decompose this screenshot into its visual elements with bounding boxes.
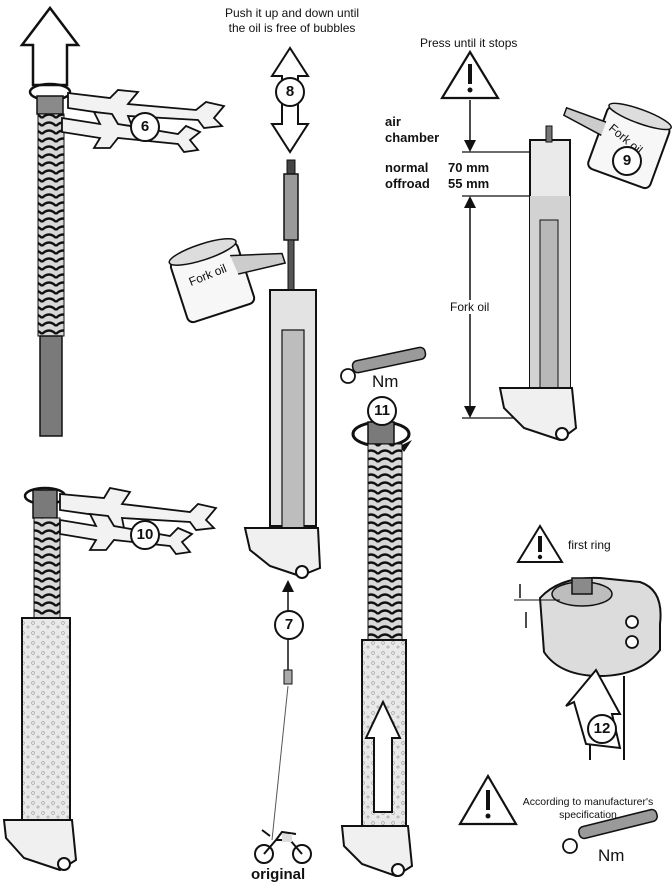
fork-oil-measure-label: Fork oil xyxy=(448,300,492,314)
step6-group xyxy=(19,5,226,437)
spec-group xyxy=(458,773,658,854)
nm-label-upper: Nm xyxy=(372,372,399,391)
torque-wrench-icon xyxy=(562,808,658,854)
step-10-badge: 10 xyxy=(130,520,160,550)
manufacturer-line-1: According to manufacturer's xyxy=(522,796,654,808)
normal-value: 70 mm xyxy=(448,160,490,175)
step-8-badge: 8 xyxy=(275,77,305,107)
step-12-badge: 12 xyxy=(587,714,617,744)
step8-group xyxy=(168,46,322,864)
bleed-pump xyxy=(283,173,299,241)
step11-group xyxy=(340,346,427,878)
fork-foot xyxy=(2,819,78,872)
first-ring-label: first ring xyxy=(568,538,611,552)
nm-label-lower: Nm xyxy=(598,846,625,865)
up-arrow-icon xyxy=(19,5,81,87)
fork-foot xyxy=(243,527,322,578)
push-line-1: Push it up and down until xyxy=(224,6,360,20)
motorcycle-icon xyxy=(254,829,312,864)
normal-label: normal xyxy=(385,160,429,175)
chamber-label: chamber xyxy=(385,130,440,145)
torque-wrench-icon xyxy=(340,346,427,384)
oil-can-icon xyxy=(168,237,287,324)
step-9-badge: 9 xyxy=(612,146,642,176)
fork-outer-tube xyxy=(21,617,71,829)
offroad-value: 55 mm xyxy=(448,176,490,191)
manufacturer-line-2: specification xyxy=(559,809,617,821)
spring xyxy=(33,517,61,621)
spring xyxy=(367,443,403,641)
original-label: original xyxy=(251,866,306,883)
open-end-wrench-icon xyxy=(59,486,218,555)
spring xyxy=(37,113,65,337)
step-7-badge: 7 xyxy=(274,610,304,640)
push-line-2: the oil is free of bubbles xyxy=(228,21,356,35)
damper-rod xyxy=(39,335,63,437)
air-label: air xyxy=(385,114,401,129)
up-arrow-icon xyxy=(364,699,402,813)
press-until-stops: Press until it stops xyxy=(420,36,518,50)
step9-group xyxy=(440,49,672,442)
push-instruction: Push it up and down until the oil is fre… xyxy=(212,6,372,36)
offroad-label: offroad xyxy=(385,176,430,191)
step10-group xyxy=(2,486,218,872)
spring-cap xyxy=(36,95,64,115)
step-11-badge: 11 xyxy=(367,396,397,426)
manufacturer-spec: According to manufacturer's specificatio… xyxy=(518,796,658,822)
bleed-screw xyxy=(283,669,293,685)
step-6-badge: 6 xyxy=(130,112,160,142)
